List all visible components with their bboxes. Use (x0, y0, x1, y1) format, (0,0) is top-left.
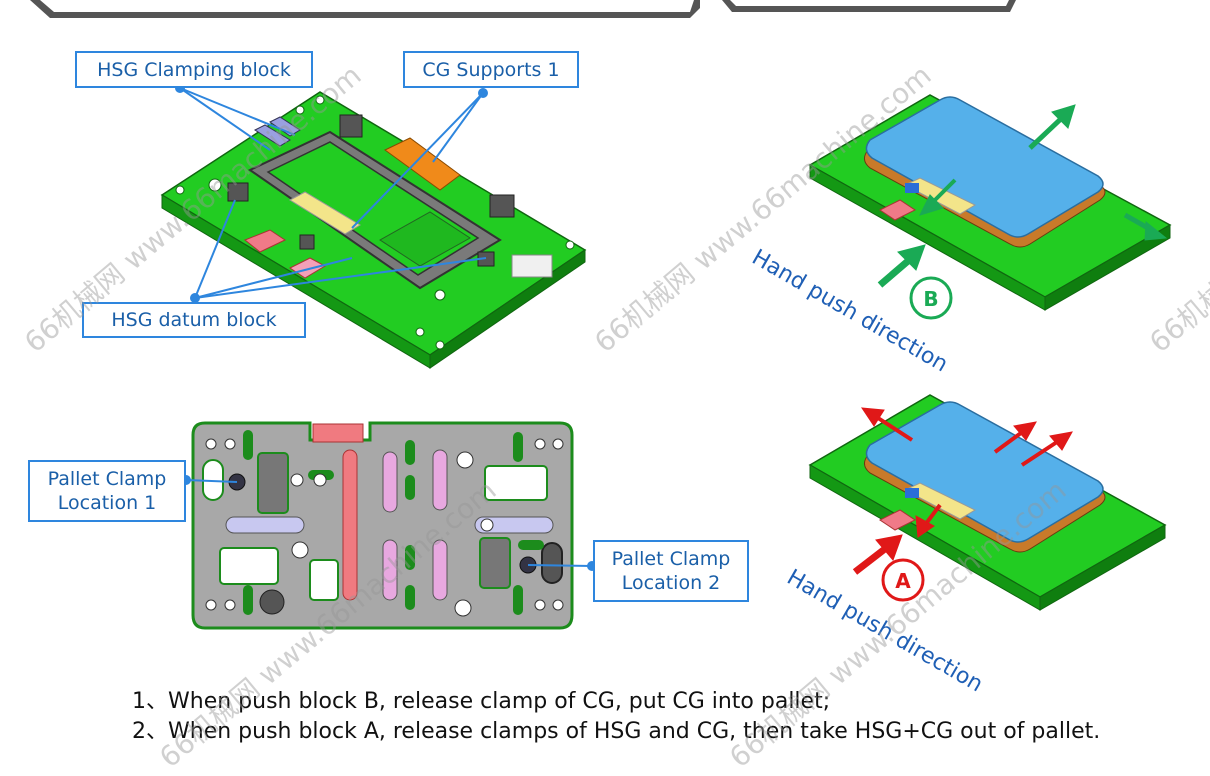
fixture-top-right: B (808, 94, 1172, 320)
step-1: 1、When push block B, release clamp of CG… (132, 689, 831, 714)
marker-a: A (895, 569, 911, 593)
red-slot (342, 449, 358, 601)
pink-block (244, 229, 287, 253)
marker-b: B (923, 287, 938, 311)
red-arrows (852, 407, 1073, 575)
callout-pallet-clamp-2: Pallet Clamp Location 2 (593, 540, 749, 602)
callout-leaders-top (175, 83, 488, 303)
pallet-plan-view (181, 421, 597, 630)
cg-support-pad (288, 191, 361, 235)
push-block-a (879, 509, 916, 531)
marker-a-circle (881, 558, 925, 602)
callout-hsg-clamping: HSG Clamping block (75, 51, 313, 88)
hsg-frame (248, 130, 502, 290)
orange-clamp (384, 137, 461, 191)
fixture-bottom-right: A (808, 394, 1167, 611)
step-2: 2、When push block A, release clamps of H… (132, 719, 1101, 744)
label-plate (511, 254, 553, 278)
phone-cover-glass (865, 96, 1104, 238)
push-block-b (879, 199, 916, 221)
header-graphic (30, 0, 1016, 18)
datum-block-1 (227, 182, 249, 202)
fixture-top-left (160, 83, 587, 369)
callout-cg-supports: CG Supports 1 (403, 51, 579, 88)
callout-pallet-clamp-1: Pallet Clamp Location 1 (28, 460, 186, 522)
marker-b-circle (909, 276, 953, 320)
hsg-clamp-block-1 (253, 124, 291, 147)
green-arrows (877, 104, 1168, 288)
callout-hsg-datum: HSG datum block (82, 302, 306, 338)
